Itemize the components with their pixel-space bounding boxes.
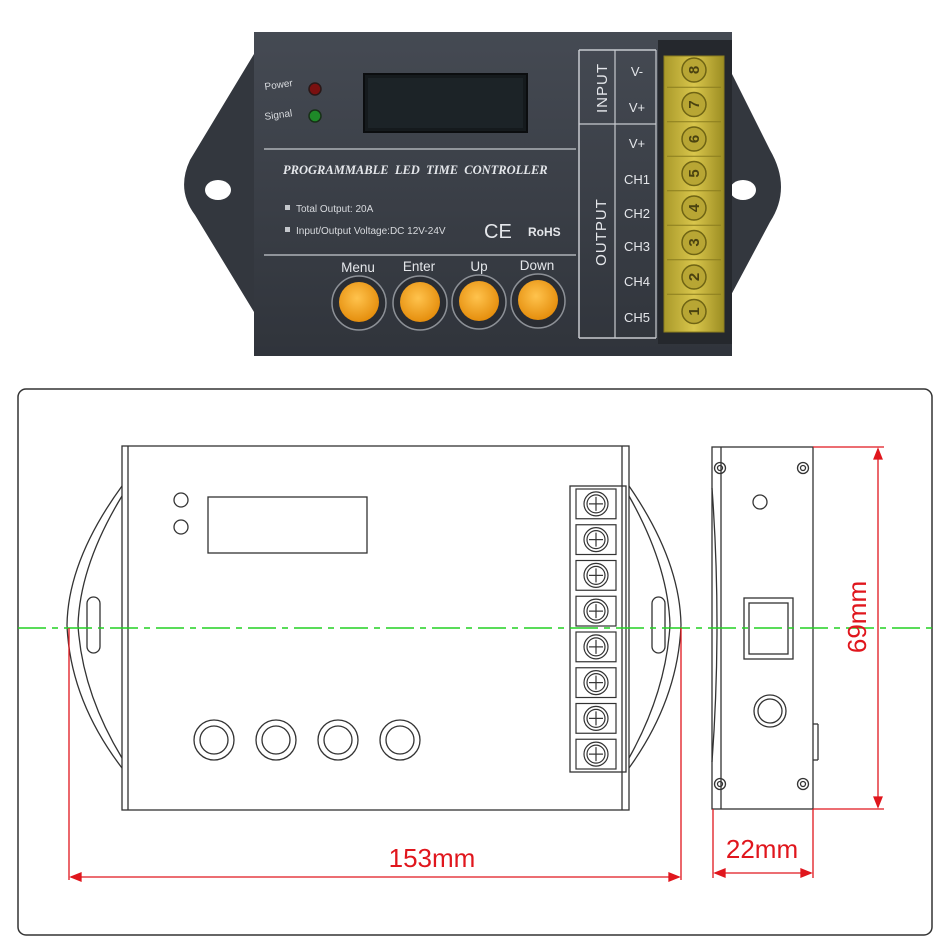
- drawing-terminal-screw: [575, 738, 617, 770]
- terminal-number: 1: [686, 307, 703, 315]
- terminal-number: 2: [686, 273, 703, 281]
- up-button: [451, 274, 507, 330]
- terminal-screw-6: 6: [667, 126, 721, 157]
- button-row: Menu Enter Up Down: [331, 258, 566, 331]
- output-label: OUTPUT: [593, 198, 610, 266]
- terminal-label-v-plus-out: V+: [629, 136, 645, 151]
- terminal-label-ch4: CH4: [624, 274, 650, 289]
- drawing-terminal-screw: [575, 488, 617, 520]
- dimension-drawing: 153mm 22mm 69mm: [17, 388, 933, 936]
- terminal-screw-1: 1: [681, 298, 707, 325]
- terminal-label-panel: INPUT OUTPUT V- V+ V+ CH1 CH2 CH3 CH4 CH…: [578, 49, 657, 339]
- terminal-screw-4: 4: [667, 195, 721, 226]
- enter-button: [392, 275, 448, 331]
- device-photo: Power Signal PROGRAMMABLE LED TIME CONTR…: [184, 32, 781, 356]
- dimension-lines: [68, 446, 884, 882]
- terminal-screw-7: 7: [667, 91, 721, 123]
- power-led: [308, 82, 322, 96]
- right-mount-hole: [730, 180, 756, 200]
- rohs-mark: RoHS: [528, 225, 561, 239]
- product-title: PROGRAMMABLE LED TIME CONTROLLER: [283, 163, 548, 177]
- ce-mark: CE: [484, 221, 512, 243]
- signal-led-label: Signal: [264, 108, 293, 123]
- drawing-terminal-screw: [575, 524, 617, 556]
- terminal-number: 7: [686, 100, 703, 108]
- terminal-label-ch3: CH3: [624, 239, 650, 254]
- input-label: INPUT: [594, 63, 611, 113]
- drawing-terminal-screw: [575, 702, 617, 734]
- height-dimension-label: 69mm: [842, 581, 872, 653]
- drawing-terminal-screw: [575, 667, 617, 699]
- up-button-label: Up: [470, 259, 487, 274]
- enter-button-label: Enter: [403, 259, 436, 274]
- drawing-frame: [17, 388, 933, 936]
- terminal-label-v-minus: V-: [631, 64, 643, 79]
- drawing-terminal-screw: [575, 559, 617, 591]
- depth-dimension-label: 22mm: [726, 834, 798, 864]
- terminal-label-ch5: CH5: [624, 310, 650, 325]
- terminal-label-ch1: CH1: [624, 172, 650, 187]
- signal-led: [308, 109, 322, 123]
- terminal-label-v-plus-in: V+: [629, 100, 645, 115]
- spec-voltage: Input/Output Voltage:DC 12V-24V: [296, 226, 446, 237]
- terminal-label-ch2: CH2: [624, 206, 650, 221]
- down-button-label: Down: [520, 258, 555, 273]
- down-button: [510, 273, 566, 329]
- terminal-screw-5: 5: [667, 160, 721, 192]
- left-mount-hole: [205, 180, 231, 200]
- terminal-number: 8: [686, 66, 703, 74]
- terminal-screw-8: 8: [667, 57, 721, 88]
- drawing-terminal-screw: [575, 631, 617, 663]
- drawing-buttons: [193, 719, 421, 761]
- terminal-number: 3: [686, 238, 703, 246]
- menu-button-label: Menu: [341, 260, 375, 275]
- power-led-label: Power: [264, 78, 294, 93]
- terminal-screws: 8 7 6 5 4 3 2 1: [667, 57, 721, 325]
- terminal-number: 5: [686, 169, 703, 177]
- drawing-terminal-screw: [575, 595, 617, 627]
- terminal-number: 4: [686, 203, 703, 212]
- terminal-screw-2: 2: [667, 264, 721, 295]
- menu-button: [331, 275, 387, 331]
- terminal-number: 6: [686, 135, 703, 143]
- width-dimension-label: 153mm: [389, 843, 476, 873]
- terminal-block: 8 7 6 5 4 3 2 1: [658, 40, 732, 344]
- terminal-screw-3: 3: [667, 229, 721, 261]
- spec-total-output: Total Output: 20A: [296, 204, 374, 215]
